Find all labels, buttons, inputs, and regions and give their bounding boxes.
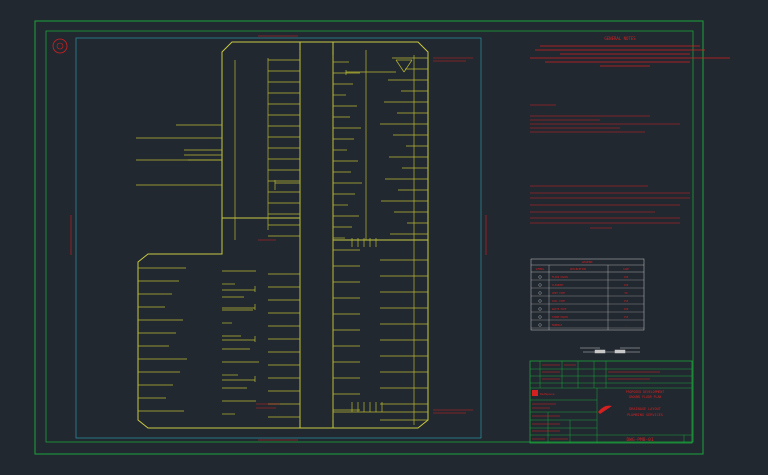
legend-description: STORM DRAIN xyxy=(552,316,568,319)
legend-size: 50 xyxy=(625,292,628,295)
sheet-inner-frame xyxy=(45,30,694,443)
legend-header: SYMBOL xyxy=(536,268,545,271)
legend-title: LEGEND xyxy=(582,260,593,264)
spec-notes xyxy=(530,104,690,229)
legend-header: SIZE xyxy=(623,268,629,271)
side-labels xyxy=(70,35,487,441)
legend-description: VENT PIPE xyxy=(552,292,566,295)
legend-symbol-icon xyxy=(538,291,542,295)
legend-symbol-icon xyxy=(538,299,542,303)
legend-symbol-icon xyxy=(538,315,542,319)
legend-description: CLEANOUT xyxy=(552,284,564,287)
project-line-2: GROUND FLOOR PLAN xyxy=(629,395,662,399)
legend-description: FLOOR DRAIN xyxy=(552,276,568,279)
legend-symbol-icon xyxy=(538,307,542,311)
legend-size: 150 xyxy=(624,300,629,303)
drawing-number: DWG-PMB-01 xyxy=(626,437,653,443)
swoosh-logo-icon xyxy=(598,405,612,414)
legend-size: - xyxy=(625,324,627,327)
legend-symbol-icon xyxy=(538,323,542,327)
pipe-segment xyxy=(395,59,405,73)
legend-table: LEGEND SYMBOL DESCRIPTION SIZE FLOOR DRAIN 1… xyxy=(530,258,645,331)
drawing-title-1: DRAINAGE LAYOUT xyxy=(629,407,662,411)
company-logo: RedSpace xyxy=(532,390,555,396)
plan-annotations xyxy=(256,57,473,414)
pipe-segment xyxy=(403,59,413,73)
project-line-1: PROPOSED DEVELOPMENT xyxy=(626,390,664,394)
legend-header: DESCRIPTION xyxy=(570,268,586,271)
legend-symbol-icon xyxy=(538,283,542,287)
legend-symbol-icon xyxy=(538,275,542,279)
legend-description: SOIL PIPE xyxy=(552,300,566,303)
legend-description: MANHOLE xyxy=(552,324,563,327)
pipe-network xyxy=(136,50,428,425)
company-name: RedSpace xyxy=(540,392,555,396)
general-notes: GENERAL NOTES xyxy=(530,36,730,67)
scale-bar xyxy=(580,347,640,354)
title-block: RedSpace PROPOSED DEVELOPMENT GROUND FLO… xyxy=(529,360,693,444)
building-walls xyxy=(137,41,429,429)
legend-size: 100 xyxy=(624,276,629,279)
compass-logo xyxy=(52,38,68,54)
legend-size: 100 xyxy=(624,308,629,311)
plan-viewport xyxy=(75,37,482,439)
legend-description: WASTE PIPE xyxy=(552,308,567,311)
drawing-title-2: PLUMBING SERVICES xyxy=(627,413,663,417)
sheet-frame xyxy=(34,20,704,455)
notes-title: GENERAL NOTES xyxy=(604,36,636,41)
legend-size: 100 xyxy=(624,284,629,287)
legend-size: 150 xyxy=(624,316,629,319)
